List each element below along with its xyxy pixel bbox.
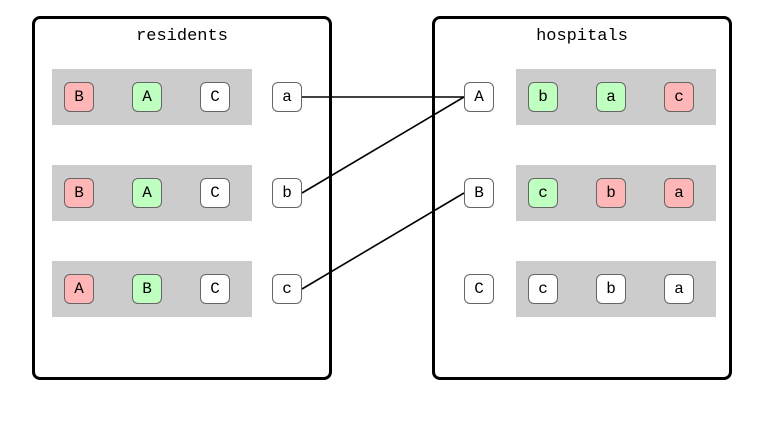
resident-pref-token: B <box>64 178 94 208</box>
hospital-pref-token: a <box>596 82 626 112</box>
hospitals-title: hospitals <box>536 27 628 46</box>
resident-pref-token: C <box>200 82 230 112</box>
hospital-pref-token: c <box>528 178 558 208</box>
hospital-pref-token: b <box>596 274 626 304</box>
hospital-pref-token: b <box>596 178 626 208</box>
resident-pref-token: A <box>64 274 94 304</box>
resident-pref-token: C <box>200 178 230 208</box>
resident-pref-token: A <box>132 82 162 112</box>
resident-pref-token: A <box>132 178 162 208</box>
hospital-pref-token: c <box>664 82 694 112</box>
resident-node: c <box>272 274 302 304</box>
hospital-pref-token: b <box>528 82 558 112</box>
hospital-pref-token: c <box>528 274 558 304</box>
hospital-node: A <box>464 82 494 112</box>
resident-pref-token: B <box>132 274 162 304</box>
hospital-pref-token: a <box>664 274 694 304</box>
residents-title: residents <box>136 27 228 46</box>
resident-pref-token: B <box>64 82 94 112</box>
resident-node: b <box>272 178 302 208</box>
hospital-pref-token: a <box>664 178 694 208</box>
hospital-node: B <box>464 178 494 208</box>
resident-pref-token: C <box>200 274 230 304</box>
resident-node: a <box>272 82 302 112</box>
hospital-node: C <box>464 274 494 304</box>
